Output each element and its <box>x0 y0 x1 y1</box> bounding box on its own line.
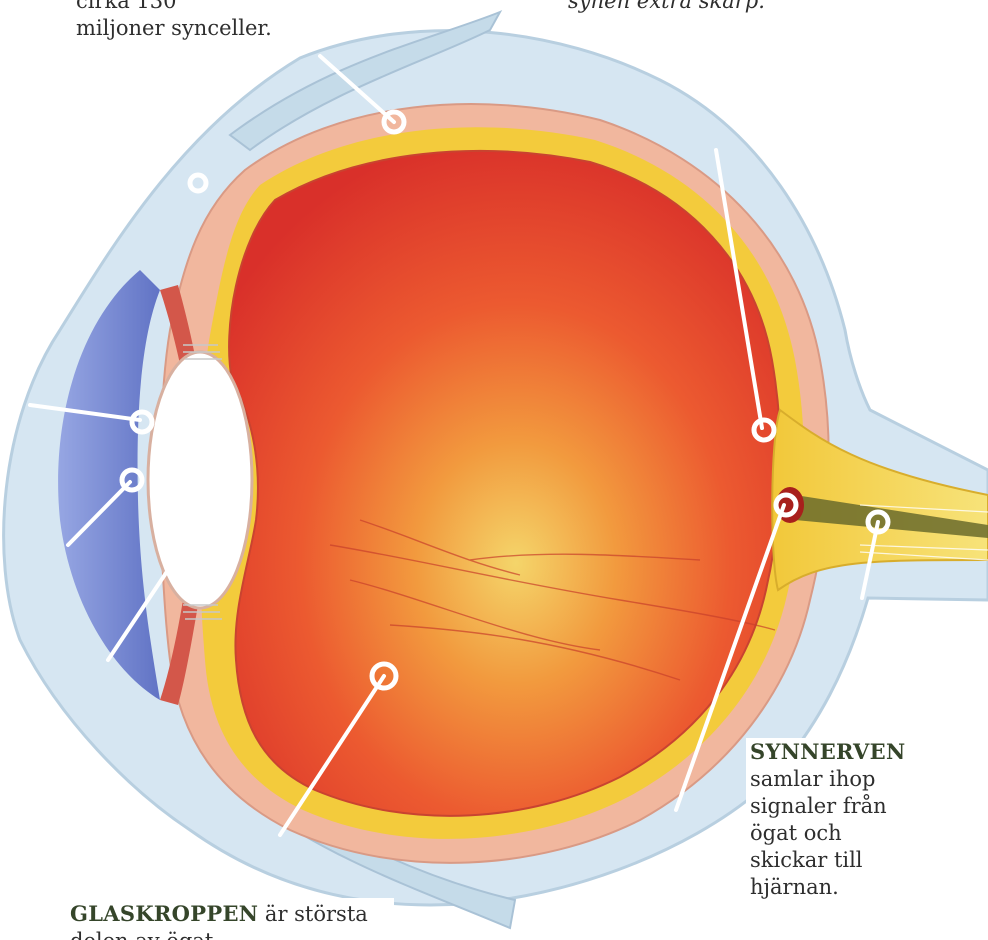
caption-synnerven-line4: skickar till <box>750 847 980 874</box>
caption-synnerven-line1: samlar ihop <box>750 766 980 793</box>
caption-synnerven-line2: signaler från <box>750 793 980 820</box>
vitreous-body <box>229 151 780 816</box>
caption-glaskroppen: GLASKROPPEN är största delen av ögat. <box>62 898 394 940</box>
caption-glaskroppen-title: GLASKROPPEN <box>70 901 258 926</box>
caption-synnerven-line3: ögat och <box>750 820 980 847</box>
lens <box>148 352 252 608</box>
caption-top-right: synen extra skarp. <box>568 0 868 15</box>
caption-top-left-line1: cirka 130 <box>76 0 406 15</box>
caption-synnerven: SYNNERVEN samlar ihop signaler från ögat… <box>746 738 986 905</box>
caption-synnerven-line5: hjärnan. <box>750 874 980 901</box>
caption-glaskroppen-line2: delen av ögat. <box>70 928 390 940</box>
caption-top-right-line: synen extra skarp. <box>568 0 868 15</box>
caption-top-left-line2: miljoner synceller. <box>76 15 406 42</box>
caption-glaskroppen-text: är största <box>258 902 368 926</box>
caption-synnerven-title: SYNNERVEN <box>750 739 905 764</box>
caption-top-left: cirka 130 miljoner synceller. <box>76 0 406 42</box>
